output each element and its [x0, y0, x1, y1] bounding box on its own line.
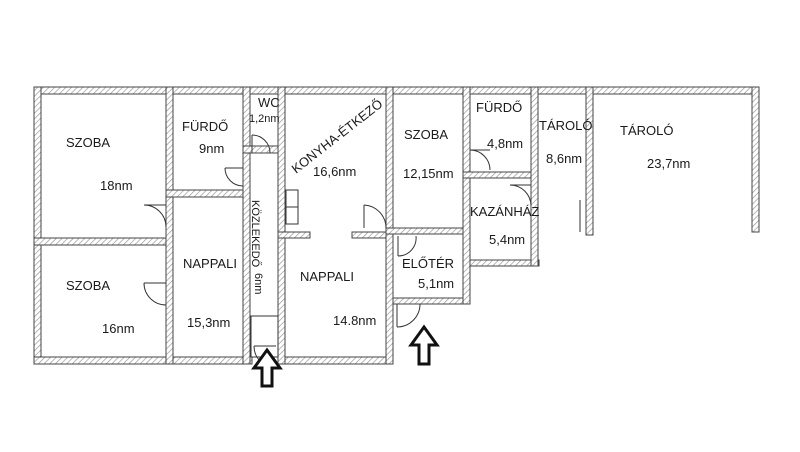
wall-wc-bottom: [242, 145, 284, 154]
door-szoba1: [143, 204, 167, 228]
door-wc: [251, 134, 271, 154]
room-name-nappali-2: NAPPALI: [300, 269, 354, 284]
room-area-kozlekedo: 6nm: [252, 273, 264, 294]
door-kozlekedo-entrance: [250, 315, 279, 369]
room-name-eloter: ELŐTÉR: [402, 256, 454, 271]
wall-furdo1-bottom: [165, 189, 249, 198]
room-area-szoba-3: 12,15nm: [403, 166, 454, 181]
room-labels: SZOBA 18nm FÜRDŐ 9nm WC 1,2nm KONYHA-ÉTK…: [66, 95, 690, 336]
room-name-furdo-1: FÜRDŐ: [182, 119, 228, 134]
wall-bottom-mid: [281, 356, 393, 365]
room-name-tarolo-1: TÁROLÓ: [539, 118, 592, 133]
wall-v-278: [277, 86, 286, 365]
entrance-arrow-left: [251, 347, 283, 388]
room-area-szoba-1: 18nm: [100, 178, 133, 193]
room-area-furdo-2: 4,8nm: [487, 136, 523, 151]
room-name-szoba-2: SZOBA: [66, 278, 110, 293]
door-eloter-entrance: [396, 303, 421, 328]
wall-v-172: [165, 86, 174, 365]
room-area-tarolo-2: 23,7nm: [647, 156, 690, 171]
wall-v-586: [585, 86, 594, 236]
wall-bottom-kazan: [465, 259, 540, 267]
room-name-nappali-1: NAPPALI: [183, 256, 237, 271]
room-name-szoba-3: SZOBA: [404, 127, 448, 142]
room-name-kozlekedo: KÖZLEKEDŐ: [249, 200, 263, 268]
wall-v-463: [462, 86, 471, 305]
doors: [143, 134, 581, 369]
door-furdo2: [469, 149, 491, 171]
room-area-konyha: 16,6nm: [313, 164, 356, 179]
room-name-furdo-2: FÜRDŐ: [476, 100, 522, 115]
room-name-wc: WC: [258, 95, 280, 110]
door-konyha-nappali: [363, 204, 387, 229]
wall-furdo2-bottom: [462, 171, 536, 179]
wall-left: [33, 86, 42, 365]
room-name-szoba-1: SZOBA: [66, 135, 110, 150]
wall-szoba3-bottom: [385, 227, 471, 235]
entrance-arrows: [251, 324, 440, 388]
wall-v-531: [530, 86, 539, 267]
room-area-furdo-1: 9nm: [199, 141, 224, 156]
door-kazanhaz: [509, 184, 532, 207]
room-name-kazanhaz: KAZÁNHÁZ: [470, 204, 539, 219]
wall-v-388: [385, 86, 394, 365]
wall-top: [33, 86, 760, 95]
room-name-tarolo-2: TÁROLÓ: [620, 123, 673, 138]
door-konyha: [285, 189, 299, 225]
door-furdo1: [224, 167, 244, 187]
door-szoba2: [143, 282, 167, 306]
entrance-arrow-right: [408, 324, 440, 366]
room-area-eloter: 5,1nm: [418, 276, 454, 291]
room-area-tarolo-1: 8,6nm: [546, 151, 582, 166]
door-szoba3: [397, 235, 417, 257]
wall-bottom-eloter: [391, 297, 471, 305]
room-area-nappali-1: 15,3nm: [187, 315, 230, 330]
wall-konyha-bottom-a: [277, 231, 311, 239]
wall-szoba-divider: [33, 237, 173, 246]
wall-v-243: [242, 86, 251, 365]
room-area-wc: 1,2nm: [249, 113, 280, 125]
walls: [33, 86, 760, 365]
room-area-kazanhaz: 5,4nm: [489, 232, 525, 247]
wall-right: [751, 86, 760, 233]
room-area-szoba-2: 16nm: [102, 321, 135, 336]
room-area-nappali-2: 14.8nm: [333, 313, 376, 328]
wall-bottom-left: [33, 356, 253, 365]
